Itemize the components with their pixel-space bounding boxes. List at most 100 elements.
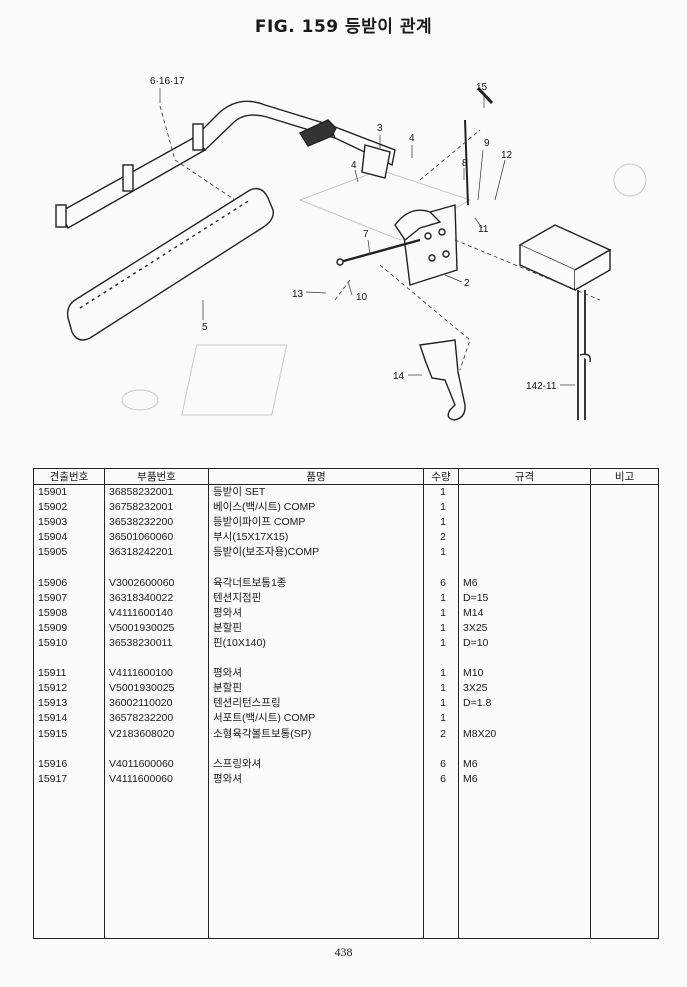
cell-part-number: 36318340022 [104,590,209,606]
cell-remarks [590,862,659,878]
cell-quantity [423,741,459,757]
cell-quantity: 2 [423,726,459,742]
table-row [33,862,659,878]
cell-part-name [208,862,424,878]
cell-part-name: 등받이(보조자용)COMP [208,545,424,561]
cell-spec: D=1.8 [458,696,591,712]
cell-part-number: V5001930025 [104,620,209,636]
header-quantity: 수량 [423,468,459,485]
cell-spec: 3X25 [458,681,591,697]
label-12: 12 [501,150,513,161]
cell-index-number [33,832,105,848]
cell-spec: M6 [458,756,591,772]
cell-remarks [590,801,659,818]
cell-quantity: 6 [423,756,459,772]
cell-part-number: 36002110020 [104,696,209,712]
cell-index-number: 15906 [33,575,105,591]
cell-remarks [590,605,659,621]
cell-part-number: 36858232001 [104,484,209,501]
label-5: 5 [202,322,208,333]
cell-part-number [104,862,209,878]
cell-spec: 3X25 [458,620,591,636]
table-row [33,832,659,848]
cell-remarks [590,560,659,576]
cell-quantity [423,907,459,923]
cell-remarks [590,696,659,712]
cell-spec: D=10 [458,635,591,652]
cell-part-number [104,651,209,667]
cell-part-name [208,801,424,818]
table-row [33,651,659,667]
cell-spec [458,862,591,878]
cell-spec [458,786,591,802]
cell-quantity: 1 [423,515,459,531]
cell-remarks [590,666,659,682]
cell-quantity [423,847,459,863]
cell-spec [458,484,591,501]
cell-index-number: 15914 [33,711,105,727]
table-header-row: 견출번호 부품번호 품명 수량 규격 비고 [33,468,659,485]
cell-index-number [33,877,105,893]
cell-index-number: 15902 [33,500,105,516]
cell-spec [458,801,591,818]
cell-quantity: 1 [423,484,459,501]
cell-remarks [590,847,659,863]
cell-spec [458,741,591,757]
cell-part-number [104,560,209,576]
cell-remarks [590,575,659,591]
cell-spec [458,530,591,546]
cell-spec [458,500,591,516]
label-4-lower: 4 [351,160,357,171]
cell-quantity [423,832,459,848]
cell-index-number [33,560,105,576]
cell-part-number [104,847,209,863]
cell-quantity [423,651,459,667]
cell-remarks [590,484,659,501]
cell-index-number [33,801,105,818]
cell-quantity: 1 [423,590,459,606]
cell-spec: M10 [458,666,591,682]
cell-part-number: 36578232200 [104,711,209,727]
cell-remarks [590,590,659,606]
cell-part-number: 36758232001 [104,500,209,516]
cell-remarks [590,711,659,727]
cell-quantity: 1 [423,666,459,682]
header-part-name: 품명 [208,468,424,485]
cell-spec: M6 [458,575,591,591]
cell-quantity [423,892,459,908]
cell-index-number [33,741,105,757]
cell-quantity: 1 [423,500,459,516]
cell-part-name: 평와셔 [208,771,424,787]
cell-remarks [590,832,659,848]
label-14: 14 [393,371,405,382]
table-row [33,817,659,833]
cell-part-name: 부시(15X17X15) [208,530,424,546]
cell-part-name: 분할핀 [208,620,424,636]
label-9: 9 [484,138,490,149]
cell-spec [458,545,591,561]
cell-index-number: 15910 [33,635,105,652]
cell-part-number [104,741,209,757]
cell-remarks [590,530,659,546]
cell-spec [458,515,591,531]
cell-quantity [423,817,459,833]
header-remarks: 비고 [590,468,659,485]
cell-part-name [208,786,424,802]
cell-index-number: 15911 [33,666,105,682]
cell-part-name: 소형육각볼트보통(SP) [208,726,424,742]
cell-index-number [33,892,105,908]
cell-quantity [423,801,459,818]
table-row [33,741,659,757]
cell-remarks [590,771,659,787]
cell-part-number: V4111600140 [104,605,209,621]
cell-quantity: 1 [423,605,459,621]
cell-quantity: 1 [423,696,459,712]
table-row [33,847,659,863]
